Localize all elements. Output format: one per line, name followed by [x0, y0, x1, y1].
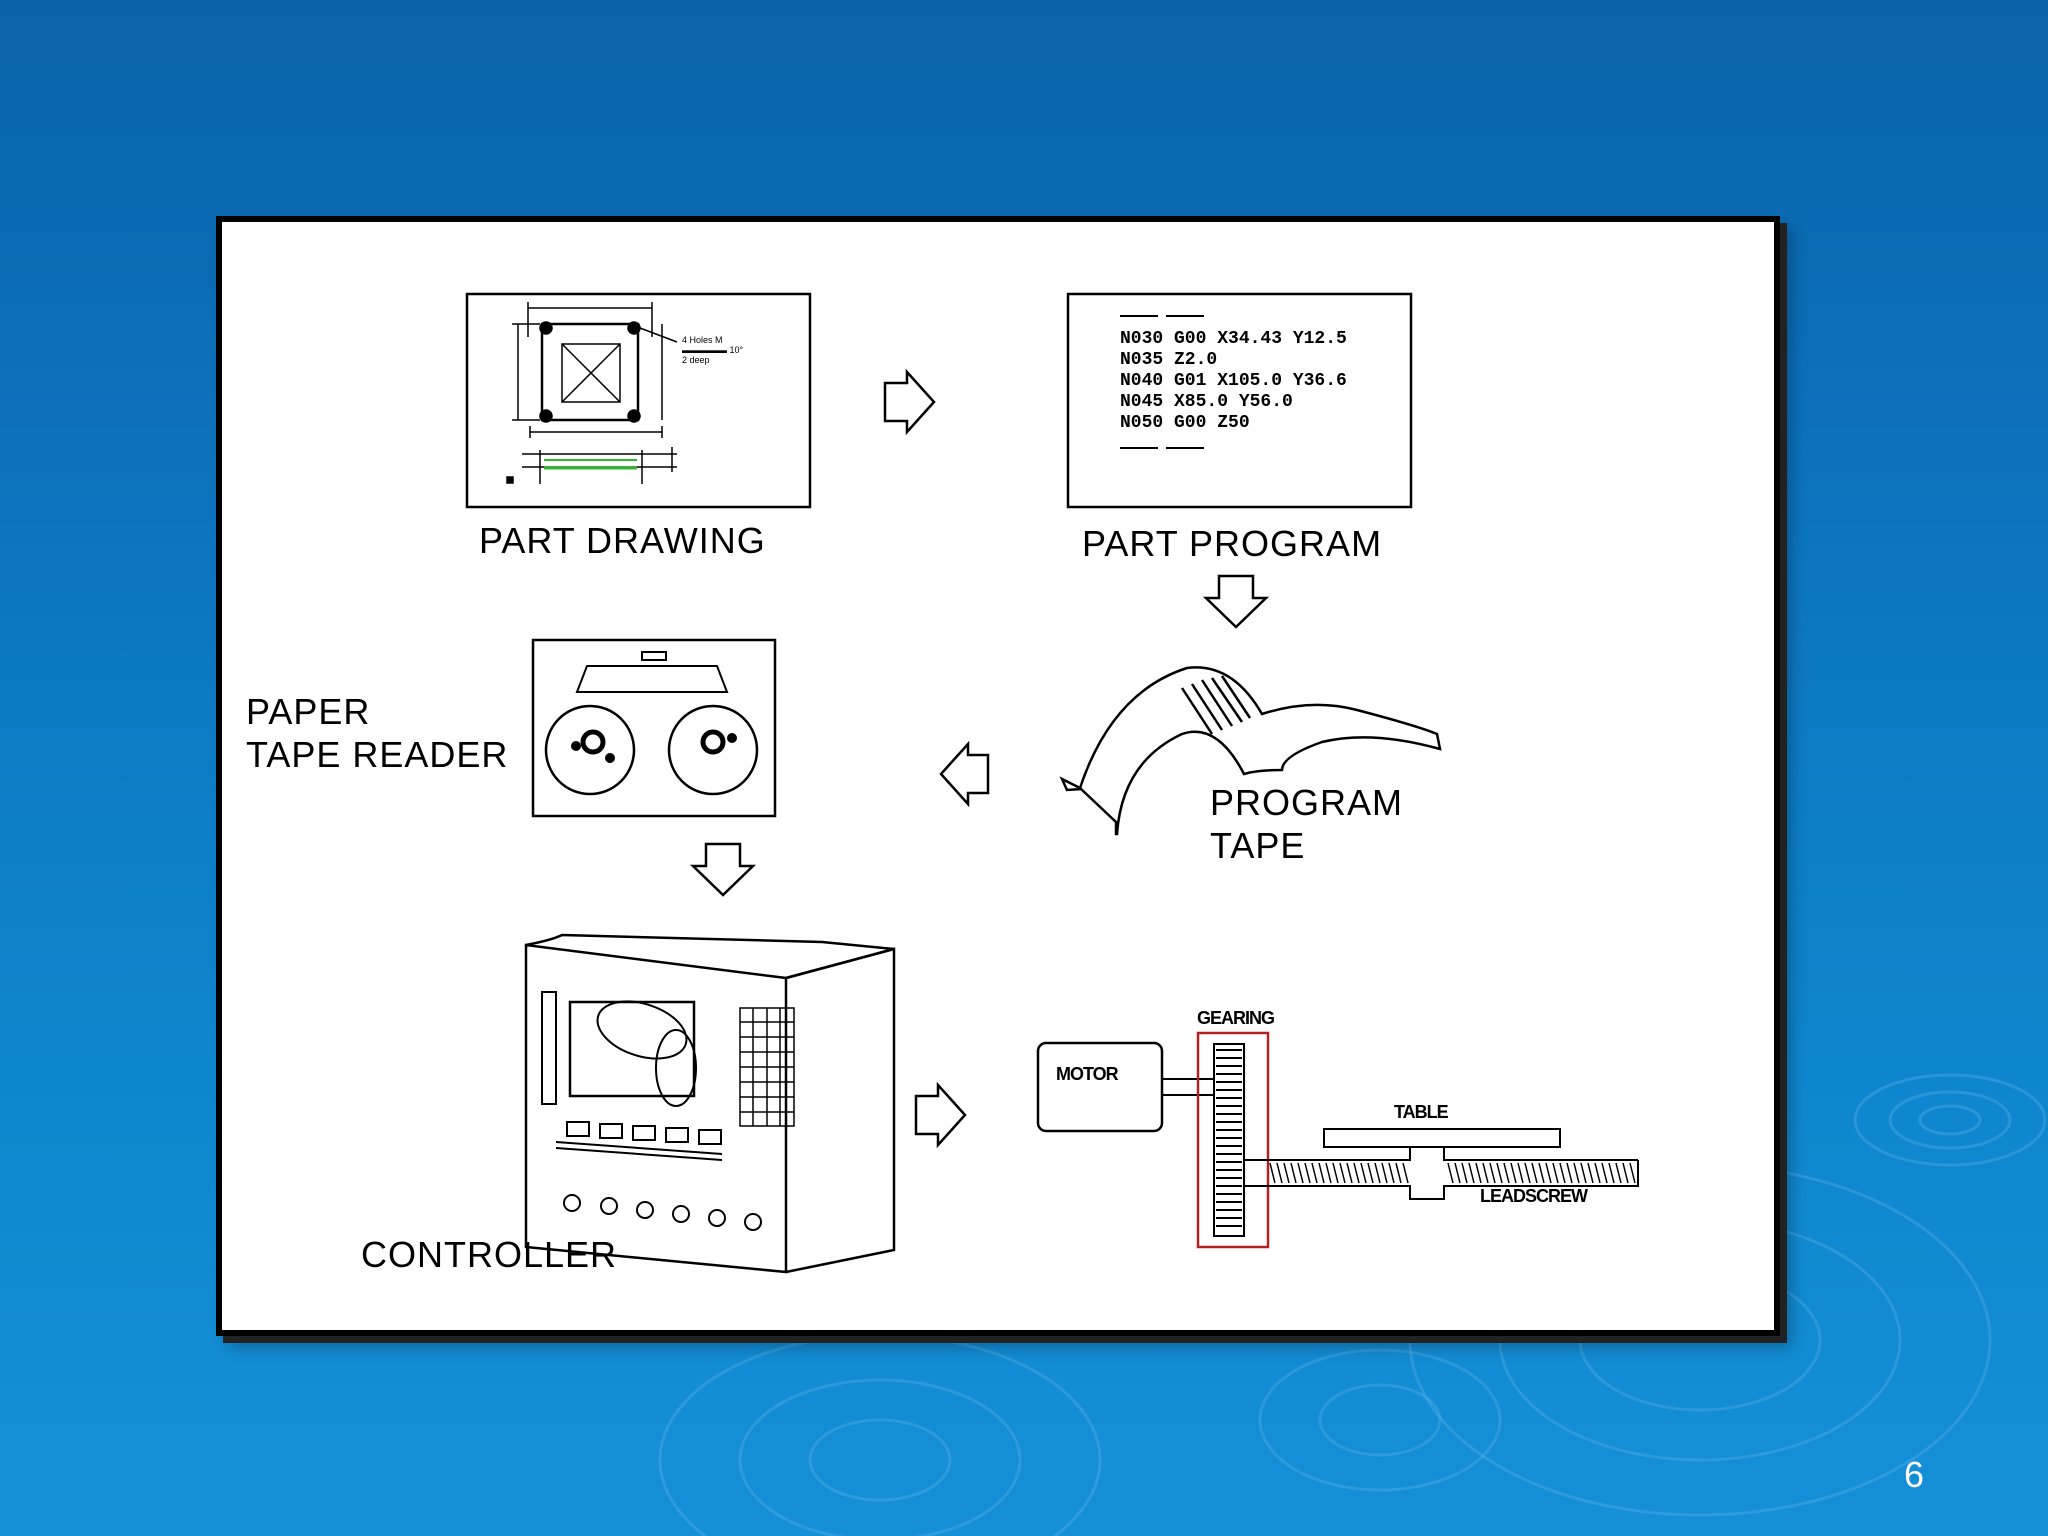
program-tape-label-line-2: TAPE — [1210, 825, 1305, 866]
thread-line — [1346, 1162, 1353, 1184]
controller-knobs — [563, 1194, 762, 1231]
thread-line — [1629, 1162, 1636, 1184]
thread-line — [1339, 1162, 1346, 1184]
part-program-label: PART PROGRAM — [1082, 523, 1382, 564]
motor-body — [1036, 1041, 1164, 1133]
thread-line — [1332, 1162, 1339, 1184]
gearing-box — [1196, 1031, 1270, 1249]
program-line-1: N030 G00 X34.43 Y12.5 — [1120, 329, 1347, 349]
thread-line — [1367, 1162, 1374, 1184]
thread-line — [1304, 1162, 1311, 1184]
thread-line — [1517, 1162, 1524, 1184]
controller-soft-keys — [555, 1121, 723, 1161]
thread-line — [1269, 1162, 1276, 1184]
paper-tape-reader: PAPER TAPE READER — [246, 638, 777, 818]
slide-number: 6 — [1903, 1454, 1924, 1495]
thread-line — [1461, 1162, 1468, 1184]
program-line-5: N050 G00 Z50 — [1120, 413, 1250, 433]
drawing-note-line-3: 2 deep — [682, 355, 710, 365]
leadscrew-threads — [1269, 1162, 1636, 1184]
program-tape-label-line-1: PROGRAM — [1210, 782, 1403, 823]
nc-process-diagram: 4 Holes M ▬▬▬▬▬ 10° 2 deep PART DRAWING … — [246, 292, 1639, 1275]
thread-line — [1531, 1162, 1538, 1184]
arrow-right-icon — [883, 368, 936, 436]
thread-line — [1538, 1162, 1545, 1184]
thread-line — [1447, 1162, 1454, 1184]
thread-line — [1297, 1162, 1304, 1184]
thread-line — [1311, 1162, 1318, 1184]
thread-line — [1580, 1162, 1587, 1184]
thread-line — [1496, 1162, 1503, 1184]
part-drawing: 4 Holes M ▬▬▬▬▬ 10° 2 deep PART DRAWING — [465, 292, 812, 561]
arrow-left-icon — [939, 740, 990, 808]
thread-line — [1622, 1162, 1629, 1184]
thread-line — [1545, 1162, 1552, 1184]
part-drawing-sketch — [506, 302, 678, 484]
thread-line — [1468, 1162, 1475, 1184]
program-tape: PROGRAM TAPE — [1059, 666, 1442, 866]
thread-line — [1594, 1162, 1601, 1184]
thread-line — [1510, 1162, 1517, 1184]
thread-line — [1360, 1162, 1367, 1184]
thread-line — [1353, 1162, 1360, 1184]
thread-line — [1276, 1162, 1283, 1184]
tape-strip — [1078, 666, 1442, 836]
thread-line — [1395, 1162, 1402, 1184]
drawing-note-line-2: ▬▬▬▬▬ 10° — [682, 345, 744, 355]
part-drawing-frame — [465, 292, 812, 509]
table-slide — [1323, 1128, 1561, 1148]
thread-line — [1482, 1162, 1489, 1184]
thread-line — [1475, 1162, 1482, 1184]
thread-line — [1552, 1162, 1559, 1184]
gear-icon — [1213, 1043, 1245, 1237]
thread-line — [1283, 1162, 1290, 1184]
thread-line — [1503, 1162, 1510, 1184]
thread-line — [1559, 1162, 1566, 1184]
arrow-down-icon — [1202, 574, 1270, 629]
thread-line — [1524, 1162, 1531, 1184]
part-program: N030 G00 X34.43 Y12.5 N035 Z2.0 N040 G01… — [1066, 292, 1413, 564]
thread-line — [1290, 1162, 1297, 1184]
thread-line — [1454, 1162, 1461, 1184]
thread-line — [1318, 1162, 1325, 1184]
thread-line — [1489, 1162, 1496, 1184]
part-drawing-label: PART DRAWING — [479, 520, 766, 561]
program-line-2: N035 Z2.0 — [1120, 350, 1217, 370]
leadscrew-label: LEADSCREW — [1480, 1186, 1588, 1206]
controller-unit: CONTROLLER — [361, 933, 896, 1275]
thread-line — [1374, 1162, 1381, 1184]
thread-line — [1601, 1162, 1608, 1184]
arrow-right-icon-2 — [914, 1081, 967, 1149]
tape-reader-label-line-1: PAPER — [246, 691, 370, 732]
tape-reader-label-line-2: TAPE READER — [246, 734, 508, 775]
program-line-3: N040 G01 X105.0 Y36.6 — [1120, 371, 1347, 391]
thread-line — [1388, 1162, 1395, 1184]
tape-reader-frame — [531, 638, 777, 818]
diagram-panel: 4 Holes M ▬▬▬▬▬ 10° 2 deep PART DRAWING … — [216, 216, 1780, 1336]
controller-keypad — [739, 1007, 795, 1127]
program-line-4: N045 X85.0 Y56.0 — [1120, 392, 1293, 412]
gearing-label: GEARING — [1197, 1008, 1274, 1028]
thread-line — [1608, 1162, 1615, 1184]
thread-line — [1573, 1162, 1580, 1184]
thread-line — [1325, 1162, 1332, 1184]
thread-line — [1615, 1162, 1622, 1184]
drawing-note-line-1: 4 Holes M — [682, 335, 723, 345]
arrow-down-icon-2 — [689, 842, 757, 897]
drive-system: MOTOR GEARING TABLE LEADSCREW — [1036, 1008, 1639, 1249]
thread-line — [1566, 1162, 1573, 1184]
thread-line — [1402, 1162, 1409, 1184]
part-program-frame — [1066, 292, 1413, 509]
thread-line — [1587, 1162, 1594, 1184]
thread-line — [1381, 1162, 1388, 1184]
table-label: TABLE — [1394, 1102, 1449, 1122]
controller-label: CONTROLLER — [361, 1234, 617, 1275]
motor-label: MOTOR — [1056, 1064, 1119, 1084]
